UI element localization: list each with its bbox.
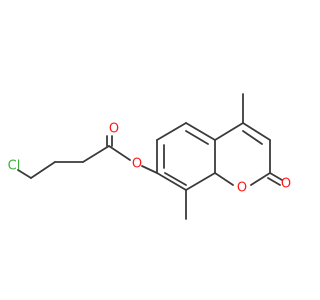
bond-c4a-c5-double — [185, 130, 209, 145]
bond-c7-c8 — [156, 172, 187, 191]
bond-group — [17, 93, 283, 220]
molecule-structure: Cl O O O O — [8, 93, 291, 220]
bond-c2-o-carbonyl-2 — [267, 177, 281, 186]
ester-oxygen-label: O — [132, 157, 142, 172]
bond-c3-c4-double — [242, 130, 263, 145]
bond-c4-o-ester — [108, 145, 131, 161]
molecule-canvas: Cl O O O O — [7, 93, 292, 220]
bond-c8a-o1 — [214, 172, 234, 186]
bond-c5-c6 — [156, 122, 187, 141]
bond-o-ester-c7 — [141, 165, 158, 174]
bond-c1-c2 — [30, 161, 56, 179]
bond-c8-c8a — [185, 172, 216, 191]
bond-o1-c2 — [250, 172, 271, 186]
ester-carbonyl-oxygen-label: O — [109, 122, 119, 137]
bond-c2-o-carbonyl-1 — [269, 172, 283, 181]
chlorine-label: Cl — [8, 159, 21, 174]
bond-c3-c4 — [242, 122, 271, 141]
bond-c3-c4 — [82, 145, 110, 163]
lactone-carbonyl-oxygen-label: O — [281, 177, 291, 192]
bond-cl-c1 — [17, 169, 32, 179]
ring-oxygen-label: O — [237, 181, 247, 196]
atom-labels: Cl O O O O — [8, 122, 291, 196]
bond-c7-c8-double — [164, 172, 187, 186]
bond-c4-c4a — [214, 122, 244, 141]
bond-c4a-c5 — [185, 122, 216, 141]
